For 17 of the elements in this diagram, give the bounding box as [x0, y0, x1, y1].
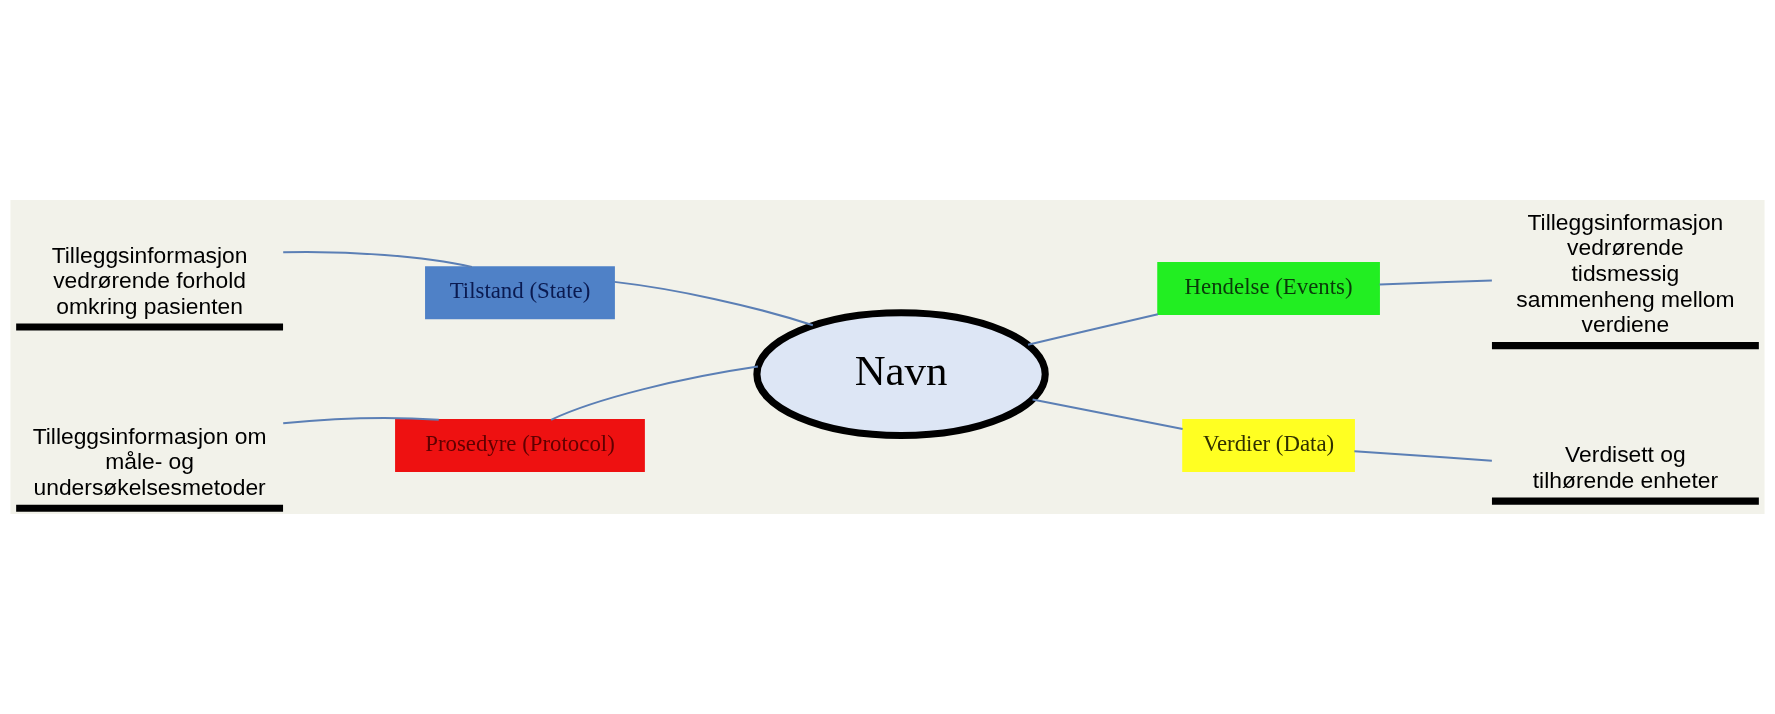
connector: [282, 251, 473, 268]
node-box: Verdier (Data): [1182, 419, 1355, 472]
connector: [1027, 313, 1159, 346]
node-box: Prosedyre (Protocol): [395, 419, 645, 472]
node-box: Tilstand (State): [425, 266, 615, 320]
node-text: Tilleggsinformasjon om måle- og undersøkelsesmetoder: [32, 422, 267, 501]
node-ellipse: Navn: [753, 309, 1049, 440]
node-text: Tilleggsinformasjon vedrørende forhold omkring pasienten: [51, 241, 248, 319]
connector: [613, 280, 814, 327]
node-text: Tilleggsinformasjon vedrørende tidsmessig sammenheng mellom verdiene: [1516, 208, 1735, 338]
node-text: Verdisett og tilhørende enheter: [1532, 441, 1719, 494]
connector: [1378, 279, 1493, 286]
connector: [1031, 398, 1184, 430]
connector: [1353, 450, 1493, 462]
connector: [550, 365, 759, 421]
connector: [282, 417, 440, 425]
node-box: Hendelse (Events): [1157, 262, 1380, 315]
